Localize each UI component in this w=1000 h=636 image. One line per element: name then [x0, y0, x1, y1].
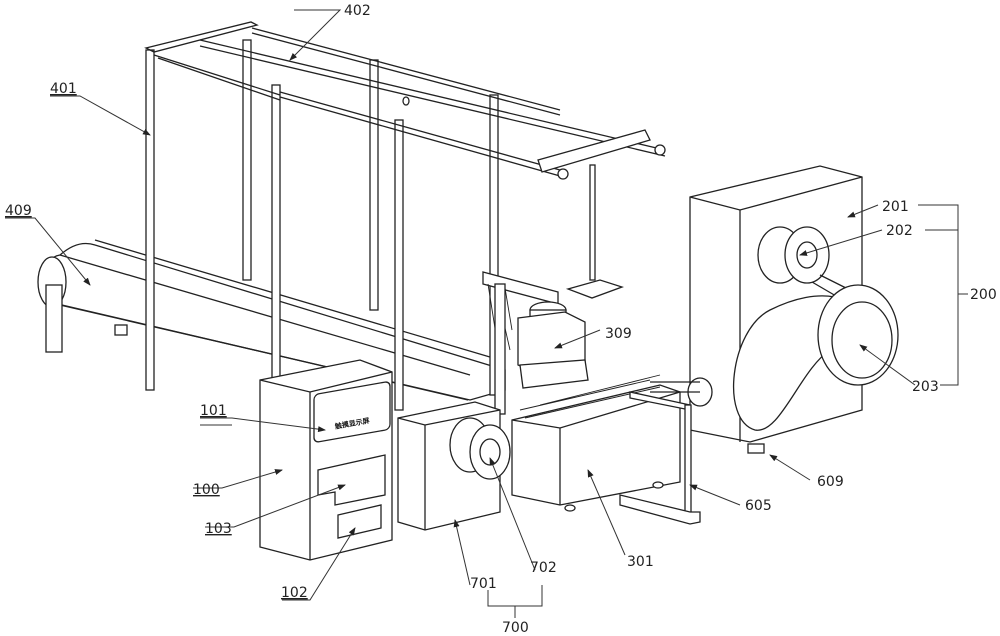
- rods-402: [199, 27, 666, 299]
- label-103: 103: [205, 521, 232, 537]
- label-402: 402: [344, 3, 371, 19]
- label-203: 203: [912, 379, 939, 395]
- reference-labels: 402 401 409 309 201 202 200 203 609 605 …: [5, 3, 997, 636]
- leader-lines: [5, 9, 968, 618]
- label-702: 702: [530, 560, 557, 576]
- control-cabinet-100: 触摸显示屏: [259, 359, 393, 561]
- machine-301: [511, 374, 713, 525]
- label-200: 200: [970, 287, 997, 303]
- label-100: 100: [193, 482, 220, 498]
- label-201: 201: [882, 199, 909, 215]
- label-301: 301: [627, 554, 654, 570]
- roller-203: [817, 284, 899, 386]
- label-202: 202: [886, 223, 913, 239]
- label-605: 605: [745, 498, 772, 514]
- label-309: 309: [605, 326, 632, 342]
- label-409: 409: [5, 203, 32, 219]
- label-102: 102: [281, 585, 308, 601]
- unwinding-unit-200: [689, 165, 899, 454]
- label-701: 701: [470, 576, 497, 592]
- press-309: [482, 271, 589, 415]
- label-101: 101: [200, 403, 227, 419]
- winding-unit-700: [397, 401, 511, 531]
- label-401: 401: [50, 81, 77, 97]
- label-700: 700: [502, 620, 529, 636]
- label-609: 609: [817, 474, 844, 490]
